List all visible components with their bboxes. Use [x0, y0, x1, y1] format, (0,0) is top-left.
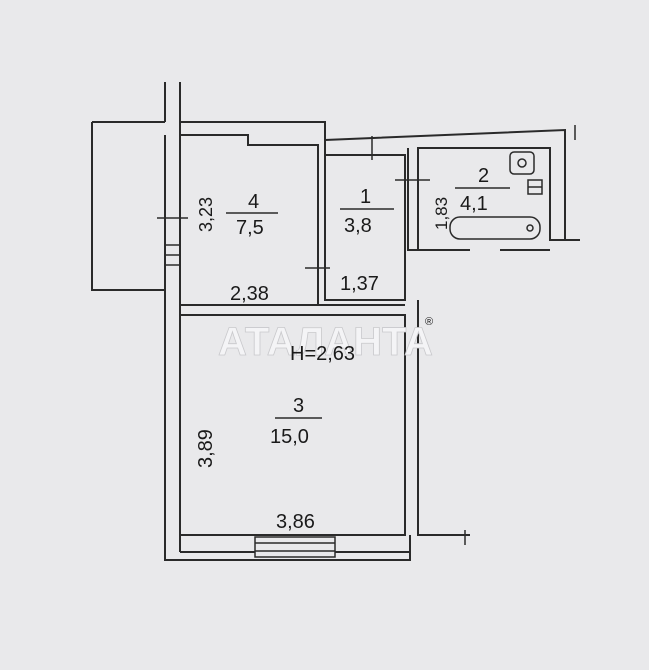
bathtub-icon: [449, 216, 541, 240]
dim-room4-width: 2,38: [230, 283, 269, 305]
sink-icon: [509, 151, 535, 175]
room-2-number: 2: [478, 165, 489, 187]
dim-room2-height: 1,83: [432, 197, 451, 230]
ceiling-height: H=2,63: [290, 343, 355, 365]
dimension-ticks: [157, 125, 576, 545]
watermark: АТАЛАНТА: [218, 320, 433, 364]
dim-room3-width: 3,86: [276, 511, 315, 533]
room-1-number: 1: [360, 186, 371, 208]
toilet-icon: [527, 179, 543, 195]
room-1-area: 3,8: [344, 215, 372, 237]
walls: [91, 82, 580, 561]
side-window-icon: [165, 244, 180, 266]
dim-room4-height: 3,23: [196, 197, 216, 232]
room-4-area: 7,5: [236, 217, 264, 239]
dim-room3-height: 3,89: [195, 429, 217, 468]
room-4-number: 4: [248, 191, 259, 213]
window-icon: [254, 536, 336, 558]
room-2-area: 4,1: [460, 193, 488, 215]
dim-room1-width: 1,37: [340, 273, 379, 295]
room-3-area: 15,0: [270, 426, 309, 448]
room-3-number: 3: [293, 395, 304, 417]
watermark-mark: ®: [425, 316, 433, 328]
